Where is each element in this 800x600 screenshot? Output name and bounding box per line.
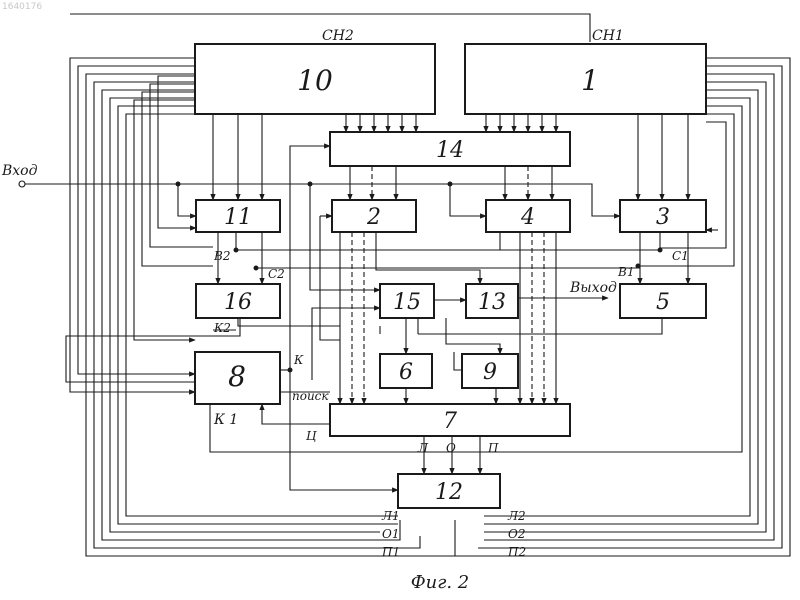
sn1-label: СН1 <box>592 28 624 44</box>
lines-1-to-3 <box>638 114 688 200</box>
b1-label: В1 <box>617 265 634 279</box>
block-1-number: 1 <box>581 64 599 97</box>
c1-label: С1 <box>672 249 689 263</box>
input-terminal <box>19 181 25 187</box>
block-7: 7 <box>330 404 570 436</box>
block-11: 11 <box>196 200 280 232</box>
block-4-number: 4 <box>520 205 535 230</box>
block-3-number: 3 <box>656 205 670 230</box>
block-15-number: 15 <box>393 290 421 315</box>
block-11-number: 11 <box>224 205 252 230</box>
block-2: 2 <box>332 200 416 232</box>
b2-label: В2 <box>213 249 230 263</box>
block-3: 3 <box>620 200 706 232</box>
sn2-label: СН2 <box>322 28 354 44</box>
block-9-number: 9 <box>483 360 497 385</box>
block-16-number: 16 <box>224 290 252 315</box>
k1-label: К 1 <box>213 412 238 428</box>
l2-label: Л2 <box>507 509 526 523</box>
p1-label: П1 <box>381 545 400 559</box>
l1-label: Л1 <box>381 509 400 523</box>
o-label: О <box>446 441 456 455</box>
bus-1-to-14 <box>486 114 556 132</box>
block-2-number: 2 <box>366 205 381 230</box>
block-8-number: 8 <box>228 360 246 393</box>
watermark: 1640176 <box>2 2 42 12</box>
block-10-number: 10 <box>297 64 333 97</box>
block-4: 4 <box>486 200 570 232</box>
p-label: П <box>487 441 499 455</box>
block-6-number: 6 <box>399 360 413 385</box>
search-label: поиск <box>292 389 329 403</box>
c2-label: С2 <box>268 267 285 281</box>
input-line <box>22 182 620 291</box>
lines-10-to-11 <box>213 114 262 200</box>
bus-10-to-14 <box>346 114 416 132</box>
block-12: 12 <box>398 474 500 508</box>
input-label: Вход <box>1 163 38 179</box>
block-12-number: 12 <box>435 480 463 505</box>
block-9: 9 <box>462 354 518 388</box>
lines-15-13-6-9 <box>312 298 608 404</box>
block-14: 14 <box>330 132 570 166</box>
block-10: 10 <box>195 44 435 114</box>
o1-label: О1 <box>382 527 399 541</box>
o2-label: О2 <box>508 527 525 541</box>
figure-caption: Фиг. 2 <box>411 572 470 593</box>
block-1: 1 <box>465 44 706 114</box>
k2-label: К2 <box>213 321 231 335</box>
block-5: 5 <box>620 284 706 318</box>
block-13: 13 <box>466 284 518 318</box>
k-label: К <box>293 353 304 367</box>
block-7-number: 7 <box>443 409 457 434</box>
p2-label: П2 <box>507 545 526 559</box>
lines-2-4-to-7 <box>340 232 556 404</box>
block-16: 16 <box>196 284 280 318</box>
ts-label: Ц <box>306 429 317 443</box>
block-14-number: 14 <box>436 138 464 163</box>
l-label: Л <box>417 441 429 455</box>
block-6: 6 <box>380 354 432 388</box>
block-8: 8 <box>195 352 280 404</box>
block-15: 15 <box>380 284 434 318</box>
block-13-number: 13 <box>478 290 506 315</box>
block-5-number: 5 <box>656 290 670 315</box>
output-label: Выход <box>569 280 617 296</box>
